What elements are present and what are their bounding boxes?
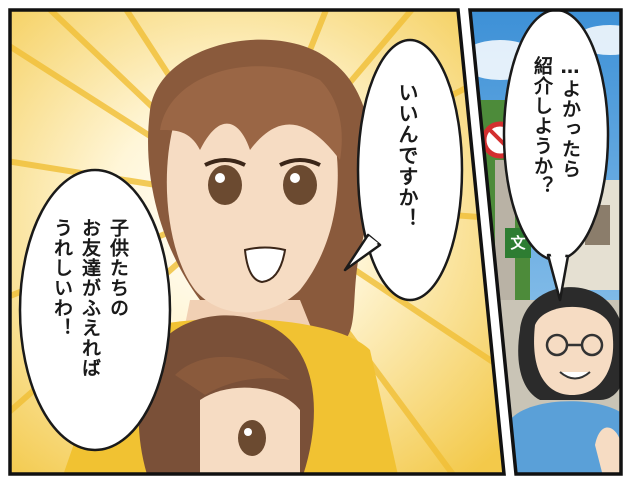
speech-bubble-lower: 子供たちの お友達がふえれば うれしいわ！ [51,218,129,378]
school-sign: 文 [510,234,526,252]
speech-bubble-friend: …よかったら 紹介しようか？ [531,56,581,196]
speech-bubble-upper: いいんですか！ [395,82,419,229]
left-panel [10,10,504,474]
